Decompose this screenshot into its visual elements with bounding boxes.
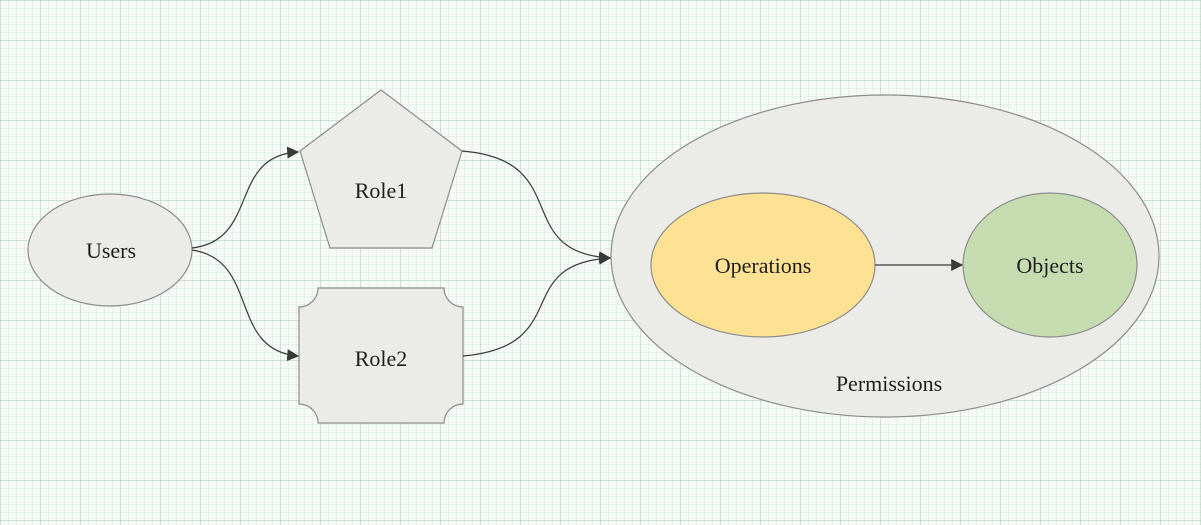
edge-users-role1 [191, 146, 300, 249]
objects-label: Objects [1016, 253, 1083, 278]
objects-node[interactable]: Objects [962, 192, 1138, 338]
role2-label: Role2 [355, 346, 408, 371]
permissions-label: Permissions [836, 371, 942, 396]
edge-role1-permissions [461, 150, 612, 264]
role2-node[interactable]: Role2 [298, 287, 464, 424]
edge-users-role2 [191, 249, 300, 362]
operations-label: Operations [715, 253, 812, 278]
operations-node[interactable]: Operations [650, 192, 876, 338]
role1-node[interactable]: Role1 [299, 89, 463, 249]
users-node[interactable]: Users [27, 193, 193, 307]
users-label: Users [86, 238, 136, 263]
edge-role2-permissions [462, 252, 612, 357]
role1-label: Role1 [355, 178, 408, 203]
